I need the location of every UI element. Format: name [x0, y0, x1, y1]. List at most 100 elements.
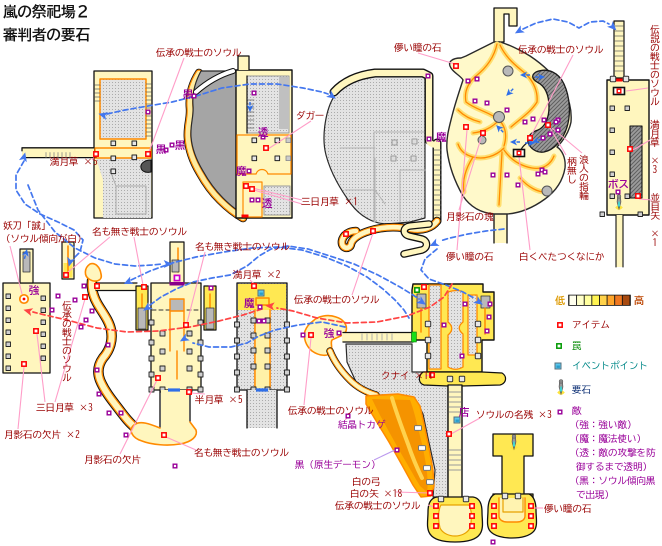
enemy-marker: [49, 307, 55, 313]
enemy-marker: [72, 297, 78, 303]
area-temple-b-shape: [246, 389, 278, 429]
enemy-marker: [553, 119, 559, 125]
area-sunken-court-shape: [411, 138, 418, 145]
area-great-tower-shape: [448, 386, 462, 498]
area-west-room-shape-shape: [5, 305, 11, 311]
area-temple-b-shape-shape: [234, 321, 240, 328]
map-label: 浪人の指輪: [578, 154, 589, 201]
area-temple-a-shape-shape: [159, 330, 166, 337]
enemy-marker: [530, 116, 536, 122]
area-west-room-shape-shape: [40, 331, 46, 337]
map-label: 名も無き戦士のソウル: [92, 226, 187, 237]
area-cave-shape: [502, 65, 514, 77]
enemy-marker: [459, 353, 465, 359]
item-marker: [93, 151, 99, 157]
area-plaza-shape: [372, 399, 428, 492]
area-plaza-shape: [342, 331, 414, 343]
enemy-marker: [89, 308, 95, 314]
event-marker-inner: [556, 365, 560, 368]
area-temple-b-shape: [255, 297, 270, 306]
archstone-crystal: [512, 441, 516, 447]
legend-colorbar-cell: [577, 295, 584, 305]
legend-colorbar-cell: [592, 295, 599, 305]
enemy-marker: [547, 131, 553, 137]
enemy-marker: [504, 107, 510, 113]
archstone-icon-top: [511, 434, 517, 439]
leader-line: [530, 54, 574, 137]
leader-line: [417, 52, 456, 65]
route-blue-2: [522, 18, 610, 30]
legend-colorbar-cell: [599, 295, 607, 305]
map-label: 月影石の塊: [446, 211, 494, 222]
red-door: [615, 78, 623, 82]
area-cliff-building-shape: [251, 137, 281, 162]
map-label: 柄無し: [566, 156, 577, 185]
area-cliff-building-shape-shape: [251, 155, 258, 162]
enemy-marker: [541, 117, 547, 123]
map-label: 三日月草 ×3: [36, 402, 93, 413]
area-northwest-building-shape-shape: [94, 84, 101, 102]
enemy-marker: [535, 171, 541, 177]
map-label: 満月草 ×5: [50, 156, 98, 167]
area-northwest-building-shape-shape: [110, 168, 117, 175]
enemy-marker: [540, 135, 546, 141]
markers-layer: [18, 63, 641, 545]
elite-enemy-marker: [173, 274, 181, 282]
area-temple-b: [234, 282, 290, 429]
legend-low-label: 低: [554, 295, 565, 306]
event-marker-inner: [455, 419, 459, 422]
map-label: ダガー: [296, 110, 325, 121]
area-west-room-shape-shape: [5, 341, 11, 347]
area-west-room: [2, 241, 75, 374]
boxed-item-dot: [616, 88, 622, 94]
area-temple-a-shape: [171, 259, 180, 273]
enemy-marker: [462, 301, 468, 307]
enemy-marker: [261, 318, 267, 324]
area-temple-b-shape-shape: [250, 317, 257, 324]
gray-door: [458, 375, 466, 383]
enemy-marker: [345, 413, 351, 419]
route-blue-5: [27, 184, 163, 267]
area-sunken-court-shape: [401, 221, 432, 257]
area-west-path-shape: [84, 262, 103, 282]
area-temple-a-shape: [161, 390, 189, 428]
map-label: 白くべたつくなにか: [519, 251, 605, 262]
area-boss-tower-shape-shape: [599, 211, 605, 217]
area-archstone-platform-shape: [502, 497, 524, 513]
area-great-tower-shape-shape: [448, 449, 462, 471]
area-cave-shape-shape: [464, 43, 507, 147]
event-marker-inner: [259, 292, 263, 295]
item-marker: [429, 372, 435, 378]
enemy-marker: [615, 189, 621, 195]
area-temple-a-shape-shape: [197, 319, 204, 326]
area-cliff-building-shape-shape: [285, 137, 291, 143]
leader-line: [9, 245, 23, 295]
map-label: 魔: [436, 131, 447, 143]
legend-enemy-note: （透：敵の攻撃を防: [570, 447, 656, 458]
map-label: 妖刀「誠」: [3, 220, 51, 231]
route-arrowhead: [98, 112, 109, 121]
area-temple-a-shape-shape: [197, 371, 204, 378]
area-temple-b-shape-shape: [250, 363, 257, 370]
map-label: 儚い瞳の石: [544, 503, 592, 514]
leader-line: [186, 251, 206, 324]
item-marker: [33, 328, 39, 334]
item-marker: [527, 135, 533, 141]
leader-line: [549, 127, 567, 156]
legend-enemy-note: （黒：ソウル傾向黒: [570, 475, 656, 486]
gray-door: [474, 320, 482, 328]
area-archstone-platform: [486, 433, 538, 539]
route-blue-6: [192, 321, 346, 348]
enemy-marker: [123, 432, 129, 438]
route-blue-1: [106, 83, 329, 115]
leader-line: [148, 57, 185, 153]
enemy-marker: [441, 322, 447, 328]
map-label: 名も無き戦士のソウル: [194, 447, 289, 458]
route-blue-3: [439, 228, 505, 242]
leader-line: [54, 298, 86, 403]
leader-line: [625, 87, 649, 92]
item-marker: [446, 431, 452, 437]
white-door: [426, 479, 434, 485]
